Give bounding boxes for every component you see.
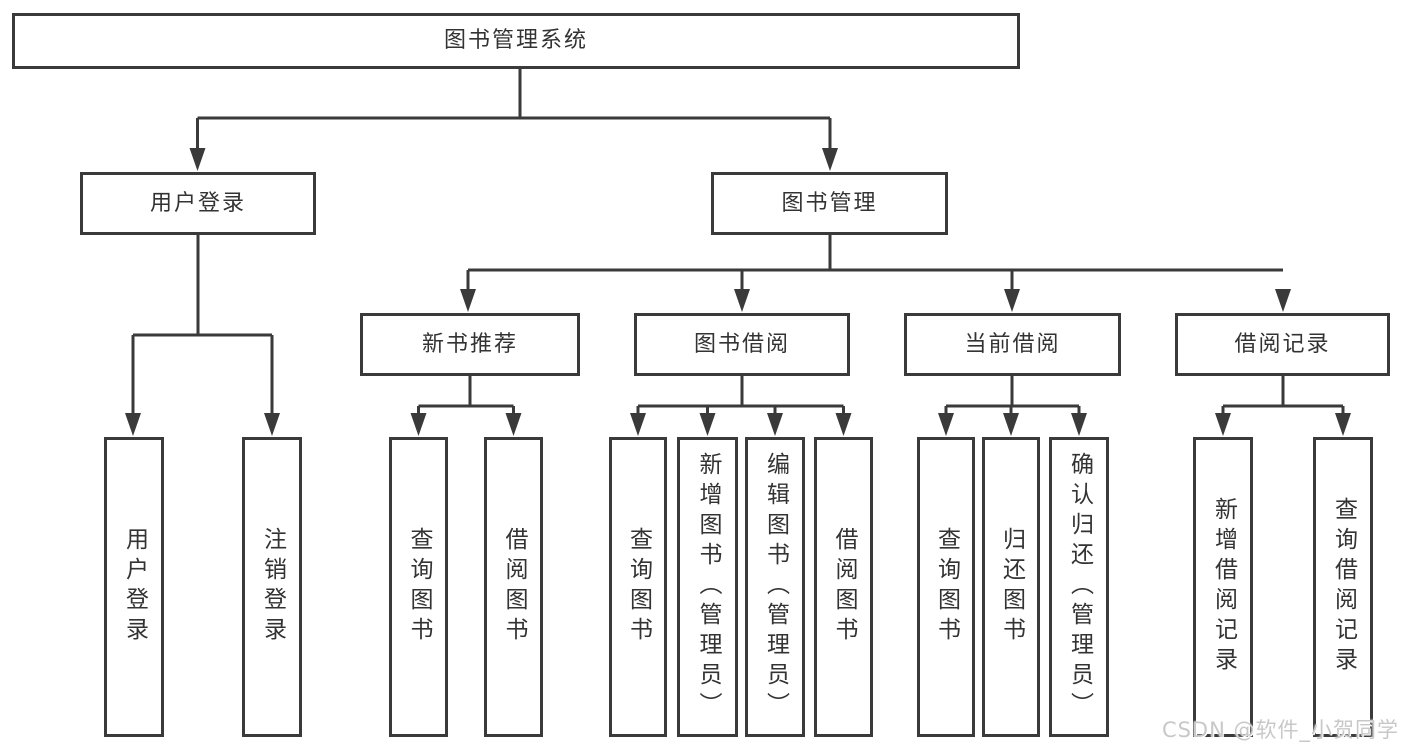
leaf-record-add: 新增借阅记录: [1193, 437, 1253, 737]
leaf-borrow-add-admin: 新增图书（管理员）: [677, 437, 738, 737]
leaf-current-return: 归还图书: [982, 437, 1040, 737]
node-root: 图书管理系统: [12, 13, 1020, 69]
leaf-current-confirm-admin: 确认归还（管理员）: [1049, 437, 1109, 737]
node-user-login: 用户登录: [80, 172, 316, 235]
leaf-borrow-query: 查询图书: [609, 437, 667, 737]
leaf-borrow-edit-admin: 编辑图书（管理员）: [745, 437, 805, 737]
leaf-current-query: 查询图书: [917, 437, 975, 737]
node-book-management: 图书管理: [711, 172, 948, 235]
node-book-borrow: 图书借阅: [634, 313, 850, 376]
leaf-borrow-book: 借阅图书: [814, 437, 873, 737]
node-new-book-recommend: 新书推荐: [360, 313, 580, 376]
leaf-record-query: 查询借阅记录: [1313, 437, 1373, 737]
leaf-logout: 注销登录: [242, 437, 302, 737]
node-current-borrow: 当前借阅: [904, 313, 1121, 376]
watermark: CSDN @软件_小贺同学: [1161, 718, 1399, 742]
leaf-newbook-borrow: 借阅图书: [484, 437, 543, 737]
leaf-user-login: 用户登录: [104, 437, 164, 737]
leaf-newbook-query: 查询图书: [389, 437, 448, 737]
node-borrow-record: 借阅记录: [1175, 313, 1390, 376]
